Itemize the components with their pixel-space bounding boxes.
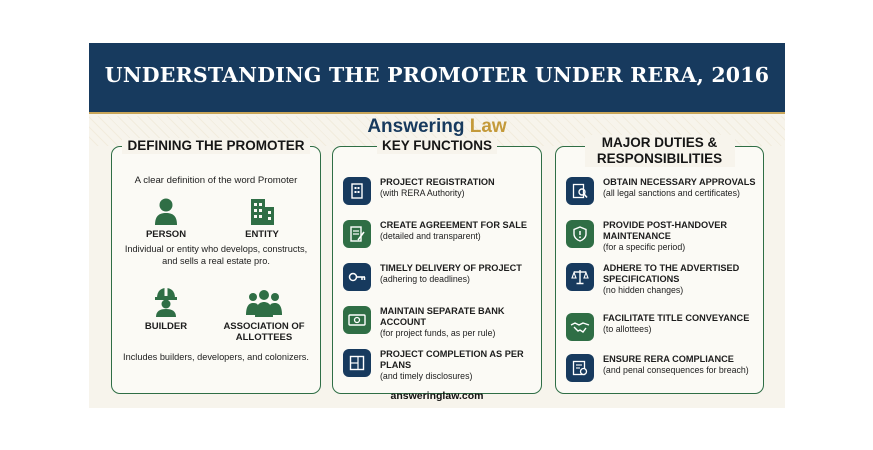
- duty-subtext: (no hidden changes): [603, 284, 684, 295]
- function-item: PROJECT COMPLETION AS PER PLANS(and time…: [343, 349, 535, 389]
- people-group-icon: [246, 290, 282, 317]
- key-icon: [343, 263, 371, 291]
- compliance-certificate-icon: [566, 354, 594, 382]
- builder-description: Includes builders, developers, and colon…: [123, 352, 309, 362]
- building-icon: [251, 199, 274, 225]
- group-label-builder: BUILDER: [144, 321, 188, 332]
- function-subtext: (and timely disclosures): [380, 370, 473, 381]
- duty-subtext: (for a specific period): [603, 241, 686, 252]
- duty-heading: ADHERE TO THE ADVERTISED SPECIFICATIONS: [603, 263, 740, 284]
- group-entity: ENTITY: [212, 197, 312, 240]
- duty-item: ADHERE TO THE ADVERTISED SPECIFICATIONS(…: [566, 263, 757, 303]
- builder-helmet-icon: [155, 288, 177, 317]
- brand-logo: Answering Law: [89, 116, 785, 138]
- definition-intro: A clear definition of the word Promoter: [134, 175, 298, 186]
- infographic-card: UNDERSTANDING THE PROMOTER UNDER RERA, 2…: [89, 43, 785, 408]
- duty-item: OBTAIN NECESSARY APPROVALS(all legal san…: [566, 177, 757, 217]
- agreement-document-icon: [343, 220, 371, 248]
- group-person: PERSON: [116, 197, 216, 240]
- function-item: PROJECT REGISTRATION(with RERA Authority…: [343, 177, 535, 217]
- definition-description: Individual or entity who develops, const…: [124, 244, 308, 266]
- duty-heading: PROVIDE POST-HANDOVER MAINTENANCE: [603, 220, 728, 241]
- duty-item: FACILITATE TITLE CONVEYANCE(to allottees…: [566, 313, 757, 353]
- function-subtext: (detailed and transparent): [380, 230, 481, 241]
- group-label-association: ASSOCIATION OF ALLOTTEES: [223, 321, 305, 343]
- person-icon: [155, 198, 177, 225]
- page-title: UNDERSTANDING THE PROMOTER UNDER RERA, 2…: [104, 63, 770, 87]
- group-association: ASSOCIATION OF ALLOTTEES: [214, 289, 314, 343]
- duties-heading: MAJOR DUTIES & RESPONSIBILITIES: [584, 135, 735, 167]
- duty-item: ENSURE RERA COMPLIANCE(and penal consequ…: [566, 354, 757, 394]
- duty-heading: FACILITATE TITLE CONVEYANCE: [603, 313, 750, 323]
- handshake-icon: [566, 313, 594, 341]
- group-label-person: PERSON: [145, 229, 187, 240]
- duty-subtext: (and penal consequences for breach): [603, 364, 749, 375]
- duty-heading: OBTAIN NECESSARY APPROVALS: [603, 177, 756, 187]
- group-label-entity: ENTITY: [245, 229, 279, 240]
- defining-promoter-panel: DEFINING THE PROMOTER A clear definition…: [111, 138, 321, 394]
- footer-website: answeringlaw.com: [390, 390, 484, 402]
- function-subtext: (with RERA Authority): [380, 187, 465, 198]
- brand-word-answering: Answering: [367, 116, 465, 137]
- function-heading: MAINTAIN SEPARATE BANK ACCOUNT: [380, 306, 505, 327]
- key-functions-heading: KEY FUNCTIONS: [376, 138, 497, 154]
- function-heading: CREATE AGREEMENT FOR SALE: [380, 220, 528, 230]
- cash-icon: [343, 306, 371, 334]
- registration-building-icon: [343, 177, 371, 205]
- function-item: TIMELY DELIVERY OF PROJECT(adhering to d…: [343, 263, 535, 303]
- key-functions-panel: KEY FUNCTIONS PROJECT REGISTRATION(with …: [332, 138, 542, 394]
- duty-subtext: (all legal sanctions and certificates): [603, 187, 740, 198]
- approval-search-icon: [566, 177, 594, 205]
- function-item: CREATE AGREEMENT FOR SALE(detailed and t…: [343, 220, 535, 260]
- duty-item: PROVIDE POST-HANDOVER MAINTENANCE(for a …: [566, 220, 757, 260]
- group-builder: BUILDER: [116, 287, 216, 332]
- duty-subtext: (to allottees): [603, 323, 652, 334]
- shield-warning-icon: [566, 220, 594, 248]
- title-banner: UNDERSTANDING THE PROMOTER UNDER RERA, 2…: [89, 43, 785, 114]
- duties-panel: MAJOR DUTIES & RESPONSIBILITIES OBTAIN N…: [555, 135, 764, 394]
- function-subtext: (for project funds, as per rule): [380, 327, 496, 338]
- scales-icon: [566, 263, 594, 291]
- function-subtext: (adhering to deadlines): [380, 273, 470, 284]
- duty-heading: ENSURE RERA COMPLIANCE: [603, 354, 734, 364]
- blueprint-icon: [343, 349, 371, 377]
- brand-word-law: Law: [469, 116, 507, 137]
- function-heading: TIMELY DELIVERY OF PROJECT: [380, 263, 522, 273]
- defining-promoter-heading: DEFINING THE PROMOTER: [122, 138, 310, 154]
- function-item: MAINTAIN SEPARATE BANK ACCOUNT(for proje…: [343, 306, 535, 346]
- function-heading: PROJECT REGISTRATION: [380, 177, 495, 187]
- function-heading: PROJECT COMPLETION AS PER PLANS: [380, 349, 524, 370]
